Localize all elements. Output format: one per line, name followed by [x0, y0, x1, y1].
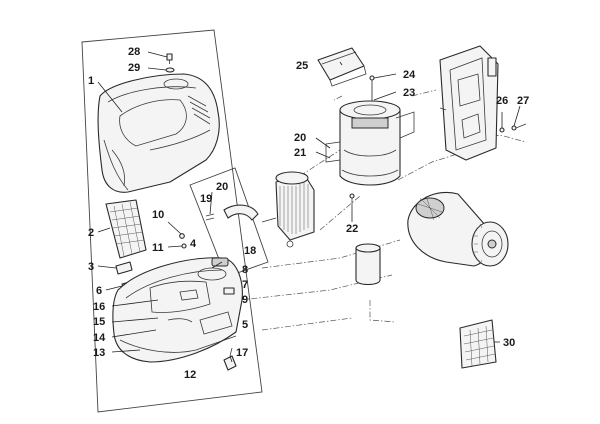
callout-3: 3 [88, 261, 94, 273]
screw-part-26 [499, 127, 505, 133]
callout-6: 6 [96, 285, 102, 297]
callout-1: 1 [88, 75, 94, 87]
chassis-base-part-13 [112, 257, 243, 363]
callout-30: 30 [503, 337, 515, 349]
sensor-part-8 [211, 257, 229, 267]
callout-19: 19 [200, 193, 212, 205]
callout-28: 28 [128, 46, 140, 58]
callout-20-housing: 20 [294, 132, 306, 144]
cable-part-20 [223, 204, 259, 221]
screw-part-28 [166, 53, 173, 64]
callout-24: 24 [403, 69, 416, 81]
callout-22: 22 [346, 223, 358, 235]
motor-subgroup-frame [189, 167, 269, 278]
bracket-part-3 [115, 261, 133, 275]
callout-27: 27 [517, 95, 529, 107]
callout-labels: 28 29 1 2 3 6 16 15 14 13 10 11 4 19 20 … [88, 46, 529, 381]
clip-part-17 [223, 347, 237, 371]
screw-part-27 [511, 123, 527, 131]
callout-11: 11 [152, 242, 164, 254]
callout-21: 21 [294, 147, 306, 159]
label-part-30 [459, 319, 497, 369]
callout-13: 13 [93, 347, 105, 359]
part-9 [223, 287, 235, 295]
callout-4: 4 [190, 238, 197, 250]
blade-motor-housing-part-20 [325, 100, 415, 186]
callout-16: 16 [93, 301, 105, 313]
screws-part-10-11 [179, 233, 187, 249]
callout-17: 17 [236, 347, 248, 359]
rear-frame [439, 45, 499, 161]
callout-14: 14 [93, 332, 106, 344]
wheel-housing [407, 192, 491, 267]
callout-5: 5 [242, 319, 248, 331]
top-cover-part-1 [97, 73, 220, 193]
callout-15: 15 [93, 316, 105, 328]
callout-8: 8 [242, 264, 248, 276]
callout-12: 12 [184, 369, 196, 381]
part-19 [205, 213, 215, 221]
drive-motor [261, 171, 315, 248]
battery-cell [355, 243, 381, 286]
left-assembly-frame [81, 29, 263, 413]
callout-23: 23 [403, 87, 415, 99]
callout-26: 26 [496, 95, 508, 107]
callout-9: 9 [242, 294, 248, 306]
screw-part-22 [349, 193, 355, 206]
drive-wheel [471, 221, 509, 267]
washer-part-29 [165, 67, 175, 73]
callout-20-motor: 20 [216, 181, 228, 193]
holder-part-25 [317, 47, 367, 87]
callout-25: 25 [296, 60, 308, 72]
callout-7: 7 [242, 279, 248, 291]
callout-18: 18 [244, 245, 256, 257]
grille-part-2 [105, 199, 147, 259]
callout-10: 10 [152, 209, 164, 221]
leader-lines [97, 51, 521, 363]
callout-29: 29 [128, 62, 140, 74]
callout-2: 2 [88, 227, 94, 239]
